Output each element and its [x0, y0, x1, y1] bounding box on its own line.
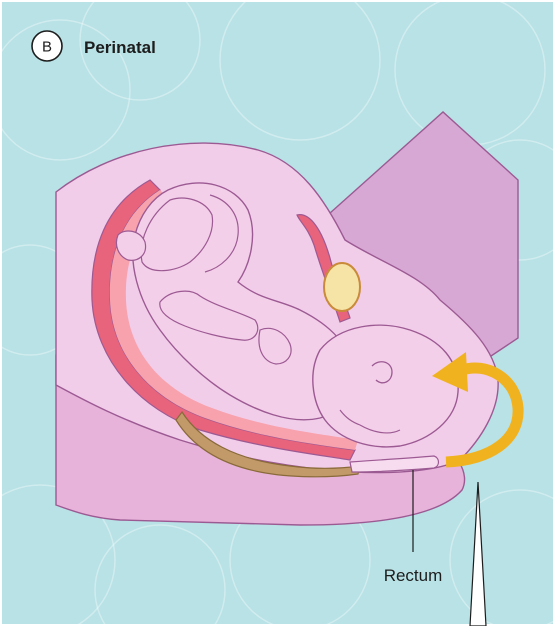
- panel-badge: B: [32, 31, 62, 61]
- panel-title: Perinatal: [84, 38, 156, 57]
- fetal-head: [313, 325, 458, 447]
- panel-letter: B: [42, 39, 52, 56]
- rectum-label: Rectum: [384, 566, 443, 585]
- pubic-bone: [324, 263, 360, 311]
